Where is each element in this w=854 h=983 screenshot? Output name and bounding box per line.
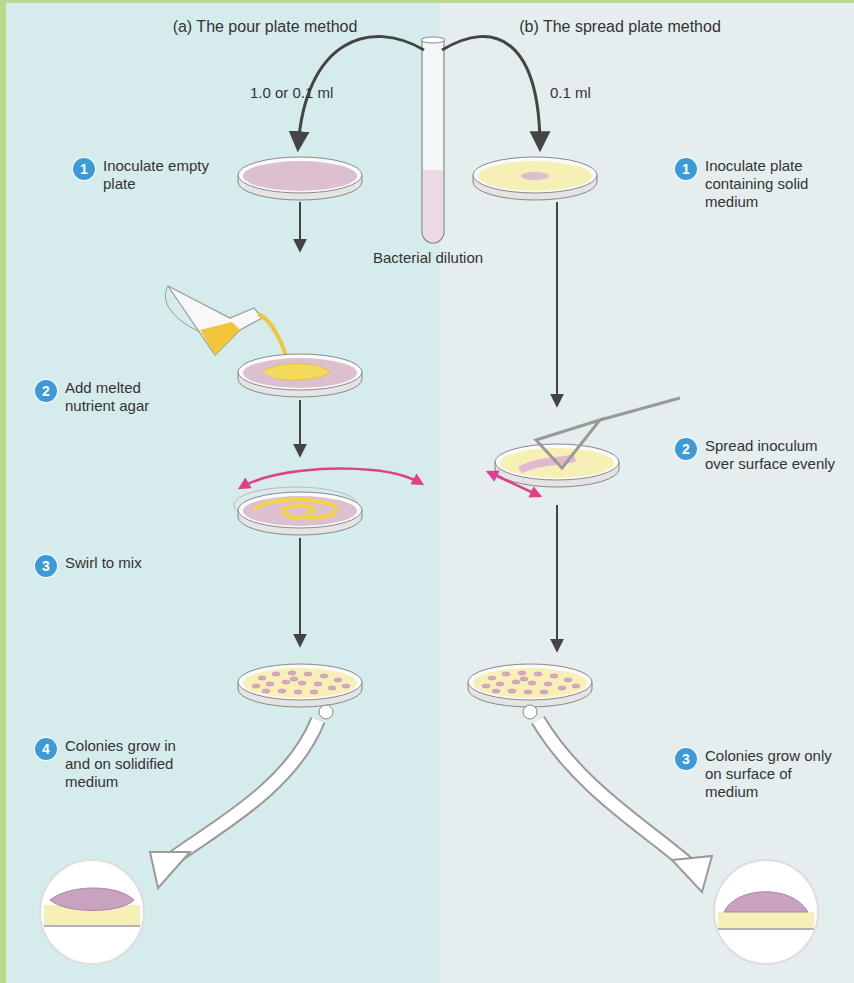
test-tube [421, 37, 445, 243]
zoom-arrow [150, 720, 318, 888]
step-number-circle: 3Swirl to mix [35, 555, 57, 577]
magnified-colony-on-surface [714, 860, 818, 964]
step-arrow [299, 400, 301, 455]
step-number-circle: 4Colonies grow in and on solidified medi… [35, 738, 57, 760]
step-description: Colonies grow in and on solidified mediu… [65, 737, 195, 791]
spread-arrow [488, 472, 540, 496]
callout-number: 3 [675, 748, 697, 770]
step-description: Add melted nutrient agar [65, 379, 180, 415]
step-number-circle: 1Inoculate plate containing solid medium [675, 158, 697, 180]
spreader [536, 398, 680, 468]
step-number-circle: 1Inoculate empty plate [73, 158, 95, 180]
volume-label: 0.1 ml [550, 84, 591, 101]
callout-number: 1 [73, 158, 95, 180]
step-arrow [556, 202, 558, 405]
step-description: Inoculate plate containing solid medium [705, 157, 837, 211]
pour-colony-plate [238, 664, 362, 707]
step-number-circle: 2Add melted nutrient agar [35, 380, 57, 402]
swirl-arrow [240, 469, 422, 488]
empty-plate [238, 157, 362, 200]
step-arrow [556, 505, 558, 650]
callout-number: 2 [35, 380, 57, 402]
step-arrow [299, 538, 301, 645]
callout-number: 4 [35, 738, 57, 760]
transfer-arrow [442, 37, 540, 148]
step-description: Inoculate empty plate [103, 157, 213, 193]
step-description: Colonies grow only on surface of medium [705, 747, 837, 801]
volume-label: 1.0 or 0.1 ml [250, 84, 333, 101]
column-heading: (a) The pour plate method [173, 18, 358, 36]
plate-with-agar [238, 354, 362, 397]
step-number-circle: 3Colonies grow only on surface of medium [675, 748, 697, 770]
callout-number: 3 [35, 555, 57, 577]
zoom-arrow [538, 720, 712, 892]
callout-number: 1 [675, 158, 697, 180]
magnified-colony-in-agar [40, 860, 144, 964]
step-description: Spread inoculum over surface evenly [705, 437, 837, 473]
callout-number: 2 [675, 438, 697, 460]
agar-plate [473, 157, 597, 200]
tube-label: Bacterial dilution [373, 249, 483, 266]
step-number-circle: 2Spread inoculum over surface evenly [675, 438, 697, 460]
spread-plate [495, 444, 619, 487]
spread-colony-plate [468, 664, 592, 707]
step-description: Swirl to mix [65, 554, 175, 572]
step-arrow [299, 202, 301, 250]
swirl-plate [238, 492, 362, 535]
column-heading: (b) The spread plate method [519, 18, 721, 36]
